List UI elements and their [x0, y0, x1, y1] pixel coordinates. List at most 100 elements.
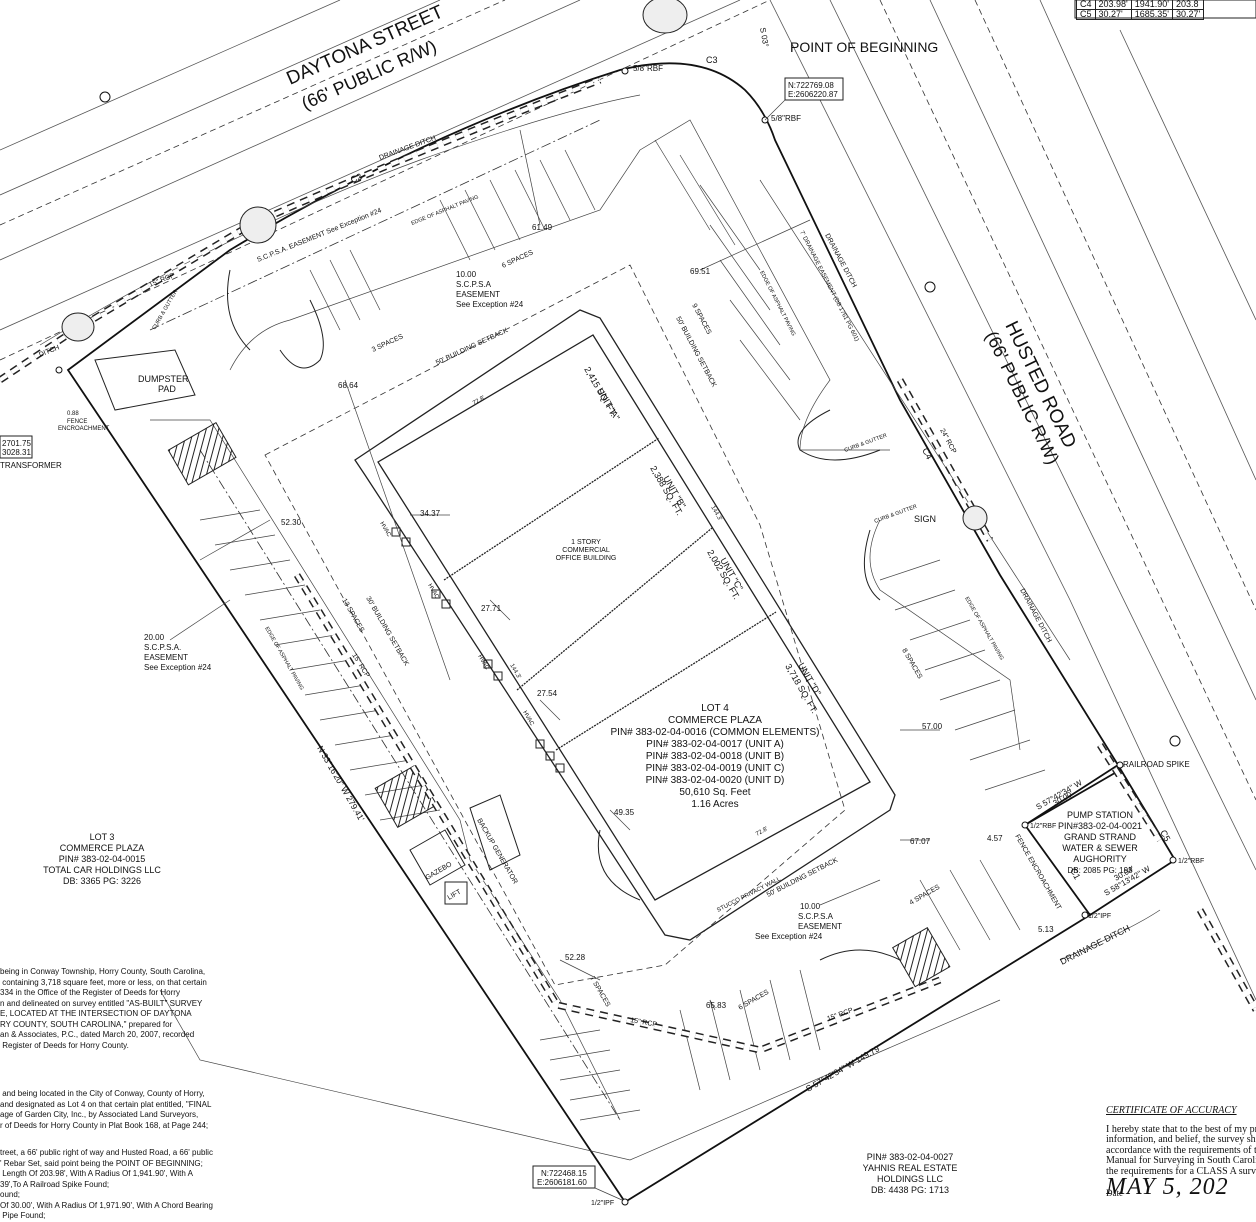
- svg-text:S 57°42'34" W 149.79': S 57°42'34" W 149.79': [804, 1042, 883, 1093]
- svg-text:PIN# 383-02-04-0019 (UNIT C): PIN# 383-02-04-0019 (UNIT C): [646, 763, 785, 774]
- svg-text:4 SPACES: 4 SPACES: [909, 884, 942, 907]
- svg-text:COMMERCIAL: COMMERCIAL: [562, 547, 610, 554]
- note-line: r of Deeds for Horry County in Plat Book…: [0, 1120, 209, 1130]
- pump-station-label: PUMP STATION PIN#383-02-04-0021 GRAND ST…: [1058, 810, 1142, 875]
- note-line: ' Rebar Set, said point being the POINT …: [0, 1158, 203, 1168]
- svg-text:HOLDINGS LLC: HOLDINGS LLC: [877, 1174, 944, 1184]
- svg-text:EDGE OF ASPHALT PAVING: EDGE OF ASPHALT PAVING: [263, 626, 304, 691]
- svg-text:65.83: 65.83: [706, 1001, 727, 1010]
- easement-left-label: 20.00 S.C.P.S.A. EASEMENT See Exception …: [144, 633, 212, 672]
- svg-text:See Exception #24: See Exception #24: [755, 932, 823, 941]
- lot3-label: LOT 3 COMMERCE PLAZA PIN# 383-02-04-0015…: [43, 832, 161, 886]
- svg-text:50' BUILDING SETBACK: 50' BUILDING SETBACK: [435, 327, 510, 367]
- svg-text:C5: C5: [1158, 828, 1172, 843]
- note-line: n and delineated on survey entitled "AS-…: [0, 998, 203, 1008]
- svg-text:PIN#383-02-04-0021: PIN#383-02-04-0021: [1058, 821, 1142, 831]
- svg-text:RAILROAD SPIKE: RAILROAD SPIKE: [1123, 760, 1190, 769]
- svg-text:PIN# 383-02-04-0017 (UNIT A): PIN# 383-02-04-0017 (UNIT A): [646, 739, 784, 750]
- svg-text:C2: C2: [349, 171, 363, 185]
- building-label: 1 STORY COMMERCIAL OFFICE BUILDING: [556, 539, 617, 562]
- svg-text:0.88: 0.88: [67, 411, 79, 417]
- svg-text:S 03°: S 03°: [758, 27, 770, 48]
- svg-text:27.54: 27.54: [537, 689, 558, 698]
- svg-text:PAD: PAD: [158, 384, 176, 394]
- street-labels: DAYTONA STREET (66' PUBLIC R/W) HUSTED R…: [283, 1, 1080, 467]
- legal-description-3: treet, a 66' public right of way and Hus…: [0, 1148, 213, 1222]
- svg-text:34.37: 34.37: [420, 509, 441, 518]
- svg-text:8 SPACES: 8 SPACES: [900, 648, 923, 681]
- lift-box: [444, 881, 468, 905]
- parking-stripes-bottom: [539, 969, 821, 1121]
- legal-description-1: being in Conway Township, Horry County, …: [0, 967, 207, 1051]
- svg-text:N:722769.08: N:722769.08: [788, 81, 834, 90]
- svg-text:68.64: 68.64: [338, 381, 359, 390]
- parking-stripes-top: [309, 139, 801, 421]
- svg-text:4.57: 4.57: [987, 834, 1003, 843]
- svg-text:1/2"RBF: 1/2"RBF: [1178, 858, 1204, 865]
- svg-text:PIN# 383-02-04-0015: PIN# 383-02-04-0015: [59, 854, 146, 864]
- note-line: 334 in the Office of the Register of Dee…: [0, 988, 180, 997]
- note-line: an & Associates, P.C., dated March 20, 2…: [0, 1030, 195, 1039]
- svg-text:EDGE OF ASPHALT PAVING: EDGE OF ASPHALT PAVING: [758, 270, 796, 337]
- svg-text:5.13: 5.13: [1038, 925, 1054, 934]
- certificate-line: Manual for Surveying in South Carolina: [1106, 1155, 1256, 1167]
- svg-text:1.16 Acres: 1.16 Acres: [691, 799, 738, 810]
- svg-text:27.71: 27.71: [481, 604, 502, 613]
- svg-text:CURB & GUTTER: CURB & GUTTER: [152, 289, 180, 331]
- parking-edge-top: [229, 119, 890, 451]
- certificate-line: accordance with the requirements of th: [1106, 1144, 1256, 1156]
- certificate-line: the requirements for a CLASS A survey: [1106, 1165, 1256, 1177]
- svg-text:9 SPACES: 9 SPACES: [690, 303, 712, 336]
- pump-station-boundary: [1024, 763, 1177, 916]
- svg-text:CURB & GUTTER: CURB & GUTTER: [874, 504, 918, 525]
- svg-text:DUMPSTER: DUMPSTER: [138, 374, 189, 384]
- svg-text:YAHNIS REAL ESTATE: YAHNIS REAL ESTATE: [863, 1163, 958, 1173]
- svg-text:PIN# 383-02-04-0027: PIN# 383-02-04-0027: [867, 1152, 954, 1162]
- svg-text:61.49: 61.49: [532, 223, 553, 232]
- svg-text:1 STORY: 1 STORY: [571, 539, 601, 546]
- svg-text:AUGHORITY: AUGHORITY: [1073, 854, 1127, 864]
- svg-text:30' BUILDING SETBACK: 30' BUILDING SETBACK: [364, 596, 410, 668]
- hvac-units: [391, 527, 565, 773]
- svg-text:PIN# 383-02-04-0018 (UNIT B): PIN# 383-02-04-0018 (UNIT B): [646, 751, 784, 762]
- husted-road-lines: [769, 0, 1256, 1001]
- parking-stripes-right: [879, 559, 1046, 951]
- svg-text:PIN# 383-02-04-0020 (UNIT D): PIN# 383-02-04-0020 (UNIT D): [646, 775, 785, 786]
- svg-text:DRAINAGE DITCH: DRAINAGE DITCH: [1058, 923, 1131, 967]
- tree-symbols: [61, 0, 988, 531]
- survey-markers: [55, 67, 1181, 1206]
- svg-text:COMMERCE PLAZA: COMMERCE PLAZA: [668, 715, 762, 726]
- daytona-street-lines: [0, 0, 771, 361]
- svg-text:15" RCP: 15" RCP: [630, 1017, 658, 1029]
- svg-text:2,415 SQ. FT.: 2,415 SQ. FT.: [582, 365, 618, 418]
- svg-text:72.8': 72.8': [472, 395, 486, 407]
- svg-text:1/2"IPF: 1/2"IPF: [1088, 913, 1111, 920]
- svg-text:C1: C1: [1068, 866, 1082, 881]
- note-line: Of 30.00', With A Radius Of 1,971.90', W…: [0, 1200, 213, 1210]
- svg-text:S.C.P.S.A.: S.C.P.S.A.: [144, 643, 181, 652]
- parking-stripes-left: [199, 509, 441, 821]
- svg-text:3028.31: 3028.31: [2, 448, 31, 457]
- svg-text:See Exception #24: See Exception #24: [144, 663, 212, 672]
- svg-text:SIGN: SIGN: [914, 514, 936, 524]
- svg-text:GRAND STRAND: GRAND STRAND: [1064, 832, 1137, 842]
- svg-text:LIFT: LIFT: [447, 888, 464, 902]
- date-label: Date: [1106, 1188, 1123, 1199]
- svg-text:DRAINAGE DITCH: DRAINAGE DITCH: [1018, 588, 1052, 644]
- svg-text:DB: 3365 PG: 3226: DB: 3365 PG: 3226: [63, 876, 141, 886]
- svg-text:5/8"RBF: 5/8"RBF: [771, 114, 801, 123]
- svg-text:OFFICE BUILDING: OFFICE BUILDING: [556, 555, 617, 562]
- svg-text:ENCROACHMENT: ENCROACHMENT: [58, 426, 110, 432]
- dimension-lines: [169, 129, 940, 1011]
- svg-text:15" RCP: 15" RCP: [148, 272, 176, 289]
- svg-text:50' BUILDING SETBACK: 50' BUILDING SETBACK: [674, 316, 717, 389]
- svg-text:13 SPACES: 13 SPACES: [340, 598, 365, 634]
- svg-text:CURB & GUTTER: CURB & GUTTER: [844, 433, 888, 454]
- certificate-text: I hereby state that to the best of my pr…: [1106, 1124, 1256, 1178]
- curve-table-cell: 30.27': [1172, 9, 1205, 20]
- svg-text:S.C.P.S.A: S.C.P.S.A: [456, 280, 492, 289]
- note-line: containing 3,718 square feet, more or le…: [0, 977, 207, 987]
- building-setback-line: [264, 264, 846, 986]
- svg-text:WATER & SEWER: WATER & SEWER: [1062, 843, 1138, 853]
- svg-text:1/2"IPF: 1/2"IPF: [591, 1200, 614, 1207]
